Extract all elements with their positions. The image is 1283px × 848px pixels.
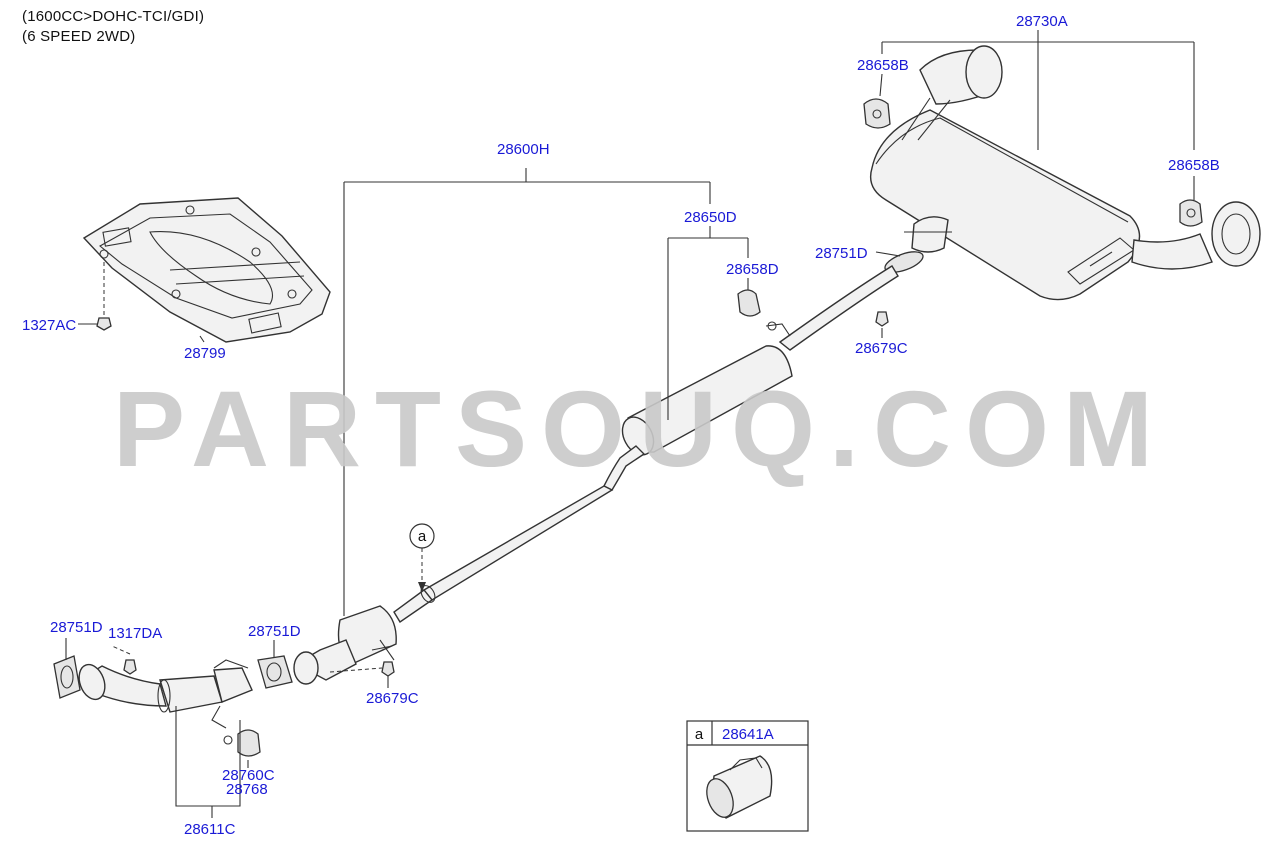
nut-28679c-top-icon	[875, 311, 889, 327]
part-label-28679c-bottom[interactable]: 28679C	[366, 690, 419, 707]
leader-28751d-mid	[875, 251, 901, 257]
part-label-28760c[interactable]: 28760C	[222, 767, 275, 784]
leader-28611c-bracket	[175, 706, 241, 807]
gasket-28751d-mid-icon	[884, 251, 924, 273]
nut-28679c-bottom-icon	[381, 661, 395, 677]
clamp-bolt	[729, 757, 763, 771]
part-label-1317da[interactable]: 1317DA	[108, 625, 162, 642]
part-label-28799[interactable]: 28799	[184, 345, 226, 362]
nut-leader	[111, 645, 131, 655]
nut-1327ac-icon	[96, 317, 112, 331]
nut-1317da-icon	[123, 659, 137, 675]
part-label-28650d[interactable]: 28650D	[684, 209, 737, 226]
heat-protector-drawing	[82, 197, 331, 343]
hanger-bracket	[765, 323, 791, 337]
bracket-bolt-icon	[767, 321, 777, 331]
part-label-28730a[interactable]: 28730A	[1016, 13, 1068, 30]
inset-ref-label: a	[695, 726, 704, 743]
hanger-hole	[872, 109, 882, 119]
transmission-spec-label: (6 SPEED 2WD)	[22, 28, 136, 45]
nut-leader	[329, 667, 383, 673]
part-label-28768[interactable]: 28768	[226, 781, 268, 798]
part-label-28751d-mid[interactable]: 28751D	[815, 245, 868, 262]
leader-28799	[199, 335, 205, 343]
engine-spec-label: (1600CC>DOHC-TCI/GDI)	[22, 8, 205, 25]
catalytic-converter-drawing	[293, 605, 397, 685]
leader-28658b-top-lower	[879, 73, 883, 97]
gasket-28751d-center-icon	[257, 655, 293, 689]
hanger-28760c-icon	[237, 729, 261, 757]
gasket-hole	[60, 665, 74, 689]
hanger-hole	[1186, 208, 1196, 218]
part-label-28679c-top[interactable]: 28679C	[855, 340, 908, 357]
hanger-bolt-icon	[223, 735, 233, 745]
part-label-28658d[interactable]: 28658D	[726, 261, 779, 278]
callout-a-arrow-icon	[418, 582, 426, 592]
main-muffler-drawing	[869, 45, 1261, 301]
callout-a-label: a	[418, 528, 427, 545]
gasket-28751d-left-icon	[53, 655, 81, 699]
hanger-28658d-icon	[737, 289, 761, 317]
hanger-28658b-right-icon	[1179, 199, 1203, 227]
part-label-28658b-top[interactable]: 28658B	[857, 57, 909, 74]
part-label-28611c[interactable]: 28611C	[184, 821, 236, 838]
gasket-hole	[266, 662, 282, 682]
clamp-end	[706, 778, 734, 818]
front-pipe-drawing	[78, 659, 253, 729]
part-label-28751d-left[interactable]: 28751D	[50, 619, 103, 636]
part-label-28658b-right[interactable]: 28658B	[1168, 157, 1220, 174]
part-label-1327ac[interactable]: 1327AC	[22, 317, 76, 334]
hanger-28658b-top-icon	[863, 98, 891, 129]
center-pipe-drawing	[393, 265, 899, 623]
part-label-28600h[interactable]: 28600H	[497, 141, 550, 158]
part-label-28641a[interactable]: 28641A	[722, 726, 774, 743]
watermark-text: PARTSOUQ.COM	[113, 368, 1167, 489]
inset-box	[686, 720, 809, 832]
part-label-28751d-center[interactable]: 28751D	[248, 623, 301, 640]
